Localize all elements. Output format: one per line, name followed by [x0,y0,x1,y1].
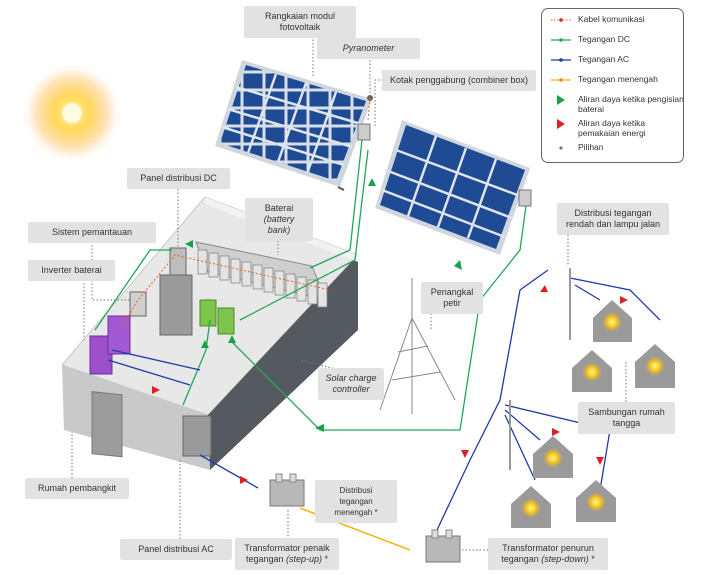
step-down-transformer-icon [425,529,461,563]
label-step-up-main: Transformator penaik tegangan [244,543,330,564]
label-monitoring: Sistem pemantauan [28,222,156,243]
legend-label: Tegangan DC [578,34,630,44]
inverter-1-icon [89,335,113,375]
charge-controller-1-icon [199,299,217,327]
communication-lines [119,97,371,331]
pv-array-1 [215,60,372,191]
legend-label: Aliran daya ketika pengisian baterai [578,94,684,114]
dc-lines [94,139,527,431]
legend-label: Pilihan [578,142,604,152]
label-dc-panel: Panel distribusi DC [127,168,230,189]
dc-line-icon [551,38,571,42]
communication-cable-icon [551,18,571,22]
charge-controller-2-icon [217,307,235,335]
optional-dot-icon [559,146,563,150]
label-combiner-box: Kotak penggabung (combiner box) [382,70,536,91]
pv-array-2 [375,120,530,255]
ac-line-icon [551,58,571,62]
powerhouse-building [61,196,359,470]
label-step-down-main: Transformator penurun tegangan [501,543,594,564]
house-icon [593,300,632,342]
label-pyranometer: Pyranometer [317,38,420,59]
label-inverter: Inverter baterai [28,260,115,281]
label-step-up-star: * [322,554,329,564]
house-icon [572,350,612,392]
green-arrow-icon [557,95,565,105]
lightning-rod-tower-icon [379,278,456,414]
label-house-connection: Sambungan rumah tangga [578,402,675,434]
inverter-2-icon [107,315,131,355]
legend: Kabel komunikasi Tegangan DC Tegangan AC… [541,8,684,163]
label-lightning-rod: Penangkal petir [421,282,483,314]
monitoring-system-icon [129,291,147,317]
label-step-down-star: * [588,554,595,564]
combiner-box-2-icon [518,189,532,207]
label-powerhouse: Rumah pembangkit [25,478,129,499]
label-step-up-italic: (step-up) [286,554,323,564]
label-charge-controller: Solar charge controller [318,368,384,400]
door [91,391,123,458]
label-step-down-italic: (step-down) [541,554,589,564]
step-up-transformer-icon [269,473,305,507]
ac-distribution-panel-icon [182,415,212,457]
house-icon [511,486,551,528]
mv-line-icon [551,78,571,82]
label-lv-distribution: Distribusi tegangan rendah dan lampu jal… [557,203,669,235]
label-mv-distribution: Distribusi tegangan menengah * [315,480,397,523]
combiner-box-1-icon [357,123,371,141]
legend-label: Tegangan AC [578,54,630,64]
label-step-down-transformer: Transformator penurun tegangan (step-dow… [488,538,608,570]
battery-bank-icon [195,241,328,308]
label-battery-sub: (battery bank) [263,214,295,235]
houses [511,300,675,528]
label-battery-main: Baterai [264,203,294,213]
legend-label: Kabel komunikasi [578,14,645,24]
legend-label: Tegangan menengah [578,74,658,84]
label-pv-array: Rangkaian modul fotovoltaik [244,6,356,38]
house-icon [533,436,573,478]
red-flow-arrows [152,285,628,484]
house-icon [635,344,675,388]
red-arrow-icon [557,119,565,129]
label-step-up-transformer: Transformator penaik tegangan (step-up) … [235,538,339,570]
sun-icon [20,61,124,165]
label-ac-panel: Panel distribusi AC [120,539,232,560]
house-icon [576,480,616,522]
cabinet-icon [159,274,193,336]
legend-label: Aliran daya ketika pemakaian energi [578,118,646,138]
dc-distribution-panel-icon [169,247,187,277]
label-battery: Baterai (battery bank) [245,198,313,241]
green-flow-arrows [185,178,462,432]
